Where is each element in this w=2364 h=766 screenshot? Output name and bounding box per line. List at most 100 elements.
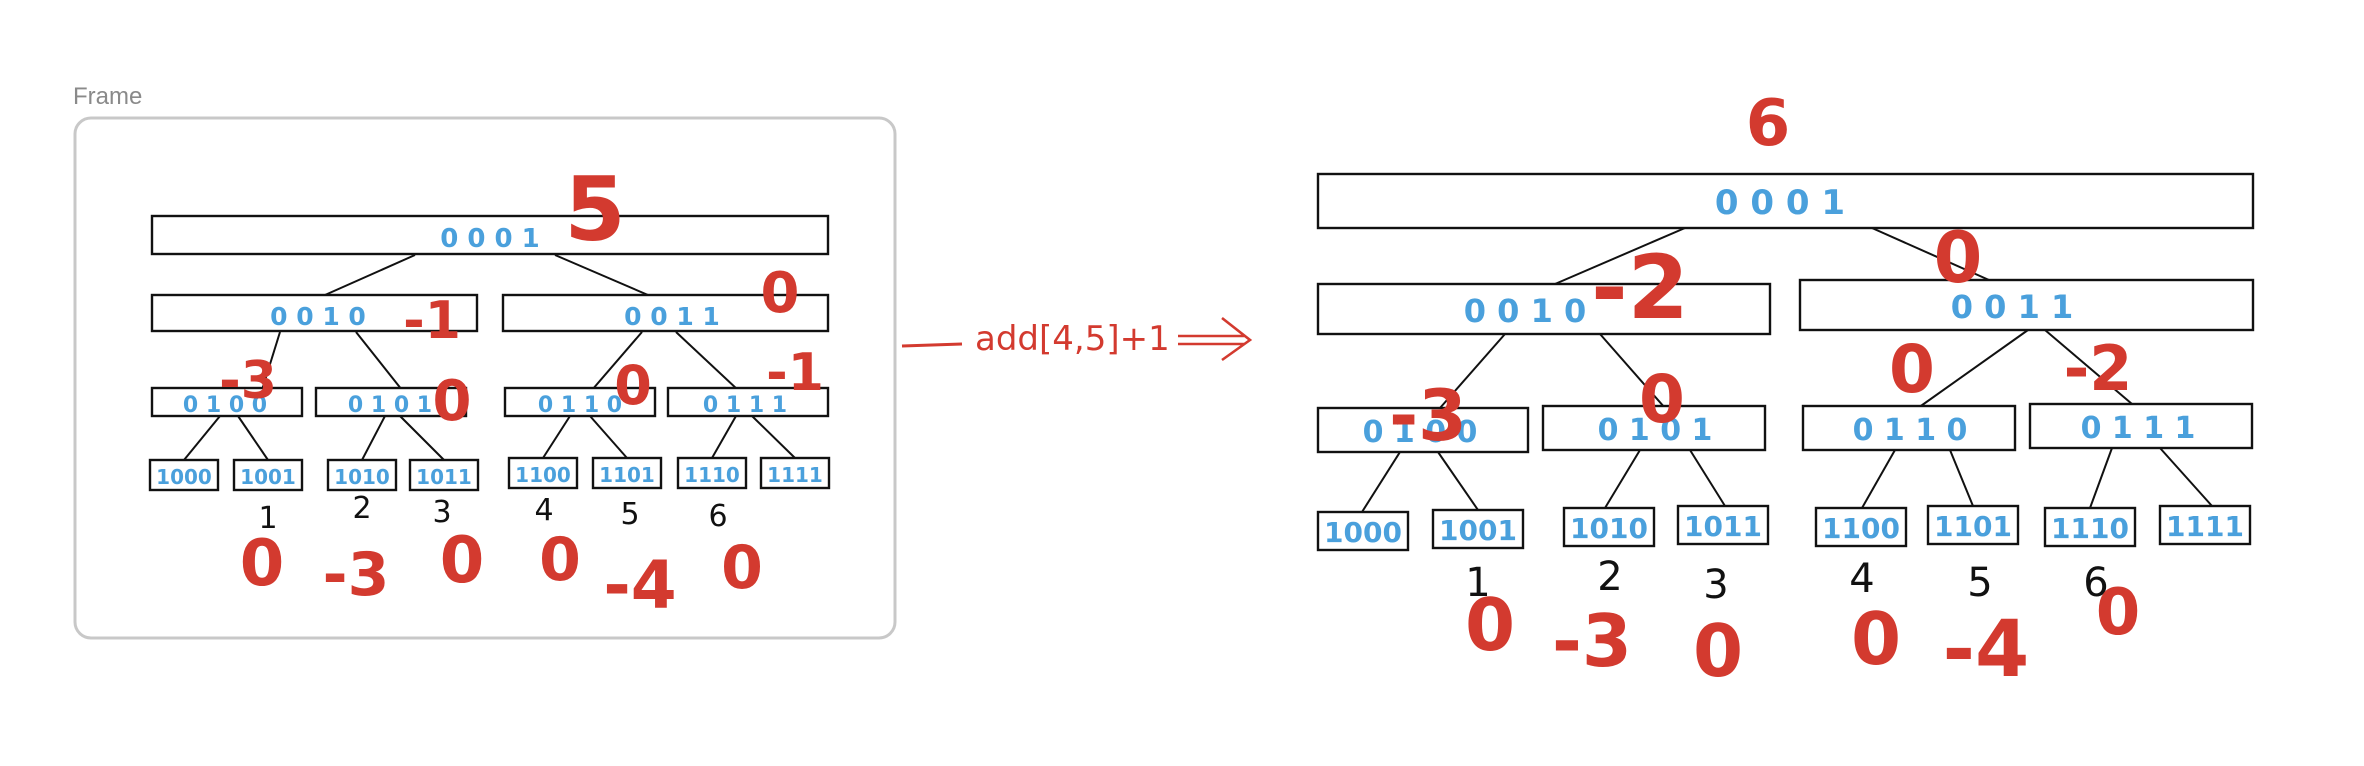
svg-text:0 1 0 0: 0 1 0 0 — [1363, 415, 1478, 450]
right-tree-edges — [1361, 227, 2213, 513]
right-leaf-1010: 1010 — [1562, 506, 1656, 548]
left-leaf-index-6: 6 — [708, 499, 727, 534]
right-annotation-0010: -2 — [1591, 236, 1689, 339]
svg-text:0 0 1 0: 0 0 1 0 — [1464, 292, 1586, 330]
right-leaf-1101: 1101 — [1926, 504, 2020, 546]
svg-text:0 1 0 0: 0 1 0 0 — [183, 393, 267, 418]
svg-text:0 1 1 1: 0 1 1 1 — [703, 393, 787, 418]
svg-text:1011: 1011 — [416, 465, 472, 489]
right-leaf-1000: 1000 — [1316, 510, 1410, 552]
left-leaf-1011: 1011 — [408, 458, 480, 492]
right-node-0001: 0 0 0 1 — [1316, 172, 2255, 230]
left-leaf-1100: 1100 — [507, 456, 579, 490]
left-leaf-value-3: 0 — [440, 524, 485, 598]
left-node-0010: 0 0 1 0 — [150, 293, 479, 333]
svg-text:1101: 1101 — [599, 463, 655, 487]
svg-text:1010: 1010 — [334, 465, 390, 489]
svg-text:0 0 1 0: 0 0 1 0 — [270, 302, 366, 331]
left-leaf-1001: 1001 — [232, 458, 304, 492]
operation-label: add[4,5]+1 — [975, 319, 1170, 359]
right-annotation-root: 6 — [1746, 87, 1791, 161]
svg-text:0 0 0 1: 0 0 0 1 — [1715, 183, 1845, 223]
left-leaf-index-1: 1 — [258, 501, 277, 536]
svg-text:1100: 1100 — [515, 463, 571, 487]
left-leaf-index-5: 5 — [620, 497, 639, 532]
left-annotation-0010: -1 — [403, 291, 461, 351]
left-annotation-0011: 0 — [761, 261, 800, 326]
left-leaf-1110: 1110 — [676, 456, 748, 490]
svg-text:1101: 1101 — [1934, 510, 2012, 543]
svg-text:1111: 1111 — [767, 463, 823, 487]
left-leaf-index-3: 3 — [432, 495, 451, 530]
right-node-0010: 0 0 1 0 — [1316, 282, 1772, 336]
left-leaf-1111: 1111 — [759, 456, 831, 490]
left-annotation-0111: -1 — [766, 343, 824, 403]
left-leaf-1000: 1000 — [148, 458, 220, 492]
left-leaf-value-4: 0 — [539, 525, 581, 595]
left-leaf-value-2: -3 — [323, 540, 390, 610]
left-leaf-index-4: 4 — [534, 493, 553, 528]
right-node-0110: 0 1 1 0 — [1801, 404, 2017, 452]
svg-text:1001: 1001 — [1439, 514, 1517, 547]
right-leaf-index-6: 6 — [2083, 560, 2108, 606]
left-annotation-0101: 0 — [433, 369, 472, 434]
svg-text:0 1 1 1: 0 1 1 1 — [2081, 411, 2196, 446]
right-leaf-1111: 1111 — [2158, 504, 2252, 546]
left-node-0111: 0 1 1 1 — [666, 386, 830, 418]
right-annotation-0100: -3 — [1389, 375, 1467, 457]
svg-text:0 1 1 0: 0 1 1 0 — [1853, 413, 1968, 448]
left-node-0001: 0 0 0 1 — [150, 214, 830, 256]
right-leaf-1110: 1110 — [2043, 506, 2137, 548]
svg-text:1010: 1010 — [1570, 512, 1648, 545]
left-node-0110: 0 1 1 0 — [503, 386, 657, 418]
left-node-0011: 0 0 1 1 — [501, 293, 830, 333]
svg-text:0 0 1 1: 0 0 1 1 — [624, 302, 720, 331]
left-leaf-value-1: 0 — [240, 527, 285, 601]
svg-text:0 1 0 1: 0 1 0 1 — [348, 393, 432, 418]
right-leaf-index-2: 2 — [1597, 554, 1622, 600]
svg-text:1100: 1100 — [1822, 512, 1900, 545]
right-node-0111: 0 1 1 1 — [2028, 402, 2254, 450]
svg-text:0 1 1 0: 0 1 1 0 — [538, 393, 622, 418]
right-annotation-0111: -2 — [2064, 332, 2133, 405]
left-annotation-0110: 0 — [614, 354, 652, 417]
left-leaf-value-5: -4 — [603, 547, 676, 624]
right-leaf-1100: 1100 — [1814, 506, 1908, 548]
left-leaf-index-2: 2 — [352, 491, 371, 526]
svg-text:1110: 1110 — [2051, 512, 2129, 545]
svg-text:0 1 0 1: 0 1 0 1 — [1598, 413, 1713, 448]
right-leaf-value-1: 0 — [1465, 583, 1515, 667]
left-annotation-0100: -3 — [219, 351, 277, 411]
svg-text:0 0 0 1: 0 0 0 1 — [440, 224, 540, 254]
svg-text:1111: 1111 — [2166, 510, 2244, 543]
right-annotation-0011: 0 — [1934, 217, 1983, 299]
svg-text:0 0 1 1: 0 0 1 1 — [1951, 288, 2073, 326]
right-node-0011: 0 0 1 1 — [1798, 278, 2255, 332]
svg-text:1000: 1000 — [1324, 516, 1402, 549]
right-leaf-1011: 1011 — [1676, 504, 1770, 546]
left-node-0100: 0 1 0 0 — [150, 386, 304, 418]
left-leaf-1101: 1101 — [591, 456, 663, 490]
right-node-0101: 0 1 0 1 — [1541, 404, 1767, 452]
svg-text:1001: 1001 — [240, 465, 296, 489]
right-annotation-0101: 0 — [1639, 361, 1685, 438]
right-node-0100: 0 1 0 0 — [1316, 406, 1530, 454]
left-leaf-value-6: 0 — [721, 533, 763, 603]
left-node-0101: 0 1 0 1 — [314, 386, 468, 418]
svg-text:1110: 1110 — [684, 463, 740, 487]
right-annotation-0110: 0 — [1889, 331, 1935, 408]
right-leaf-value-4: 0 — [1851, 597, 1901, 681]
left-leaf-1010: 1010 — [326, 458, 398, 492]
right-leaf-value-6: 0 — [2096, 576, 2141, 650]
right-leaf-index-5: 5 — [1967, 560, 1992, 606]
left-tree-edges — [183, 254, 796, 461]
right-leaf-index-4: 4 — [1849, 556, 1874, 602]
right-leaf-value-5: -4 — [1943, 605, 2030, 695]
right-leaf-value-2: -3 — [1552, 599, 1632, 683]
frame-label: Frame — [73, 83, 142, 110]
right-leaf-index-3: 3 — [1703, 562, 1728, 608]
right-leaf-index-1: 1 — [1465, 560, 1490, 606]
svg-text:1011: 1011 — [1684, 510, 1762, 543]
operation-arrow — [901, 316, 1253, 362]
